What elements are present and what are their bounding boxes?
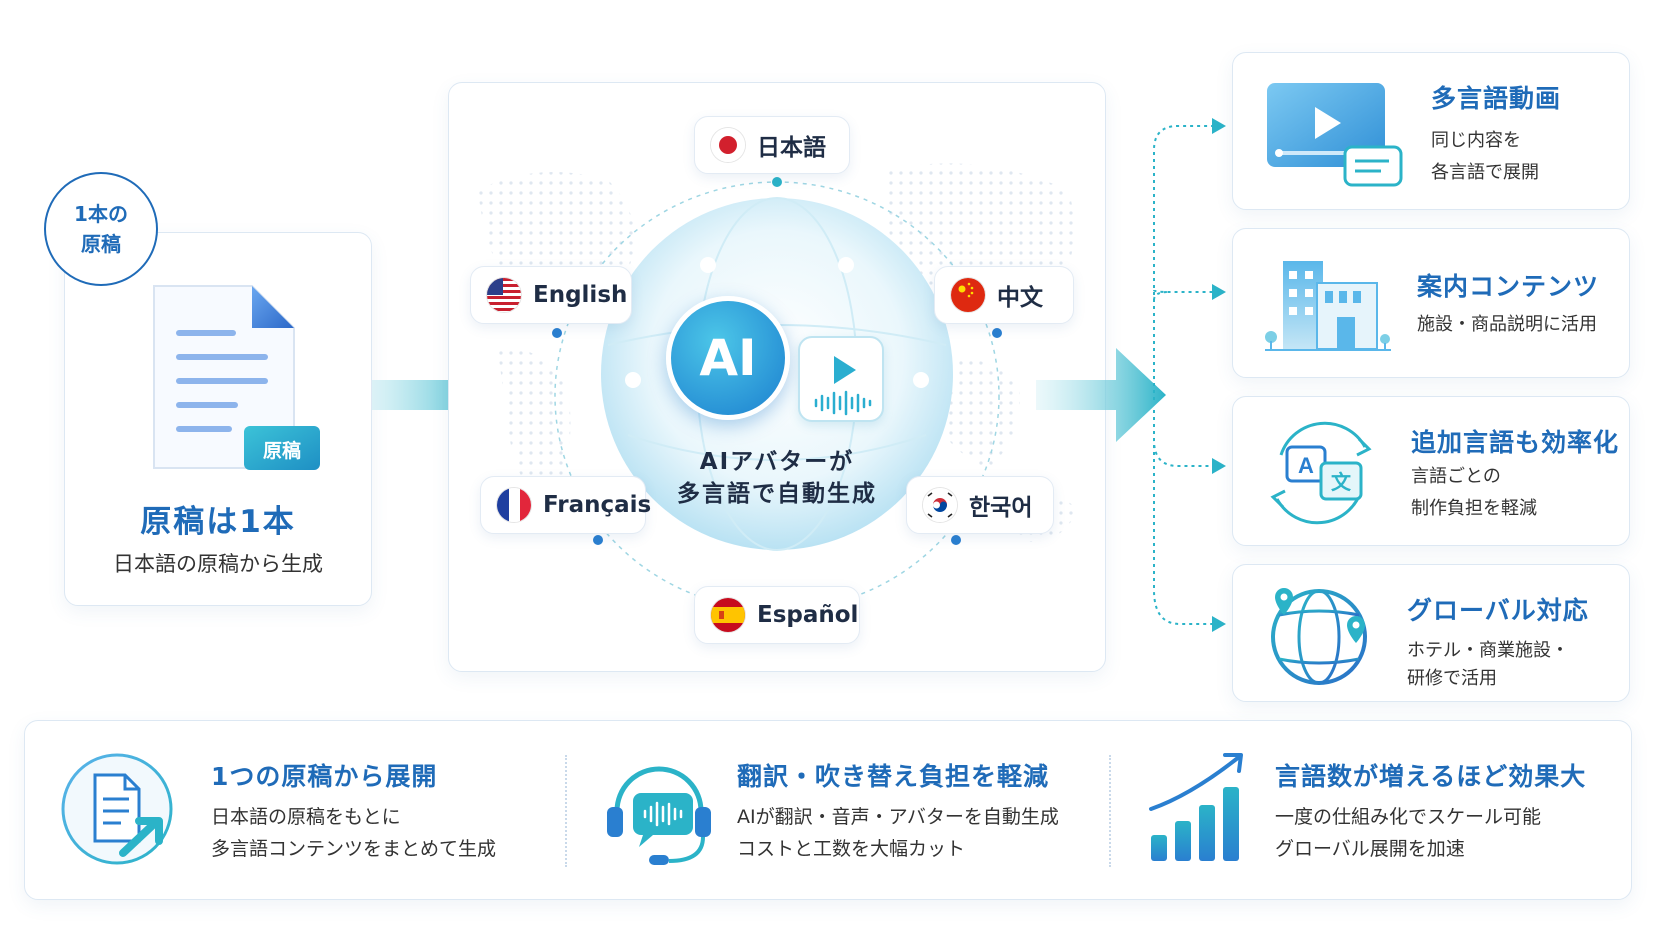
feature-title: 言語数が増えるほど効果大	[1275, 762, 1587, 791]
center-caption-line1: AIアバターが	[699, 449, 855, 475]
source-title: 原稿は1本	[140, 504, 296, 540]
output-desc-line2: 各言語で展開	[1431, 162, 1539, 183]
usa-flag-icon	[487, 278, 521, 312]
feature-desc-line2: コストと工数を大幅カット	[737, 838, 966, 860]
center-caption-line2: 多言語で自動生成	[677, 481, 877, 507]
feature-desc-line2: 多言語コンテンツをまとめて生成	[211, 838, 497, 860]
divider	[1109, 755, 1111, 867]
source-subtitle: 日本語の原稿から生成	[113, 552, 323, 576]
output-card-global: グローバル対応 ホテル・商業施設・ 研修で活用	[1232, 564, 1630, 702]
output-desc-line2: 研修で活用	[1407, 668, 1497, 689]
japan-flag-icon	[711, 128, 745, 162]
ai-label: AI	[699, 329, 757, 387]
language-pill-korean[interactable]: 한국어	[906, 476, 1054, 534]
language-label: English	[533, 282, 628, 308]
ai-orb: AI	[666, 296, 790, 420]
spain-flag-icon	[711, 598, 745, 632]
features-bar: 1つの原稿から展開 日本語の原稿をもとに 多言語コンテンツをまとめて生成 翻訳・…	[24, 720, 1632, 900]
language-pill-spanish[interactable]: Español	[694, 586, 860, 644]
language-pill-french[interactable]: Français	[480, 476, 651, 534]
output-title: グローバル対応	[1407, 596, 1589, 625]
translate-icon: A 文	[1270, 421, 1372, 525]
branch-connectors	[1153, 118, 1226, 632]
play-waveform-icon	[814, 356, 872, 416]
france-flag-icon	[497, 488, 531, 522]
feature-title: 翻訳・吹き替え負担を軽減	[737, 762, 1050, 791]
flow-arrow-right	[1036, 348, 1166, 442]
video-player-icon	[1267, 83, 1403, 187]
output-desc-line1: 同じ内容を	[1431, 130, 1521, 151]
output-desc-line1: 施設・商品説明に活用	[1417, 314, 1597, 335]
output-title: 案内コンテンツ	[1417, 272, 1600, 301]
korea-flag-icon	[923, 488, 957, 522]
feature-desc-line1: 一度の仕組み化でスケール可能	[1275, 806, 1542, 828]
output-title: 追加言語も効率化	[1411, 428, 1620, 457]
language-label: Français	[543, 492, 652, 518]
growth-chart-icon	[1149, 753, 1243, 861]
language-pill-chinese[interactable]: 中文	[934, 266, 1074, 324]
output-desc-line1: ホテル・商業施設・	[1407, 640, 1569, 661]
source-badge-line1: 1本の	[74, 202, 128, 226]
language-pill-japanese[interactable]: 日本語	[694, 116, 850, 174]
building-icon	[1265, 261, 1391, 351]
language-pill-english[interactable]: English	[470, 266, 632, 324]
feature-desc-line1: AIが翻訳・音声・アバターを自動生成	[737, 806, 1059, 828]
headset-icon	[607, 766, 711, 865]
output-card-guide: 案内コンテンツ 施設・商品説明に活用	[1232, 228, 1630, 378]
output-card-efficiency: A 文 追加言語も効率化 言語ごとの 制作負担を軽減	[1232, 396, 1630, 546]
svg-text:A: A	[1298, 453, 1314, 478]
output-desc-line2: 制作負担を軽減	[1411, 498, 1537, 519]
source-badge-line2: 原稿	[81, 232, 121, 256]
document-tag: 原稿	[262, 439, 301, 462]
output-title: 多言語動画	[1431, 84, 1562, 113]
voice-video-tile	[798, 336, 884, 422]
source-badge: 1本の 原稿	[44, 172, 158, 286]
language-label: Español	[757, 602, 859, 628]
document-icon	[153, 285, 320, 470]
output-desc-line1: 言語ごとの	[1411, 466, 1501, 487]
china-flag-icon	[951, 278, 985, 312]
language-label: 中文	[997, 285, 1043, 311]
divider	[565, 755, 567, 867]
svg-text:文: 文	[1331, 470, 1352, 494]
feature-title: 1つの原稿から展開	[211, 762, 438, 791]
globe-pin-icon	[1271, 588, 1367, 685]
document-arrow-icon	[61, 753, 173, 865]
language-label: 한국어	[969, 495, 1033, 521]
output-card-video: 多言語動画 同じ内容を 各言語で展開	[1232, 52, 1630, 210]
feature-desc-line1: 日本語の原稿をもとに	[211, 806, 401, 828]
feature-desc-line2: グローバル展開を加速	[1275, 838, 1465, 860]
language-label: 日本語	[757, 135, 826, 161]
